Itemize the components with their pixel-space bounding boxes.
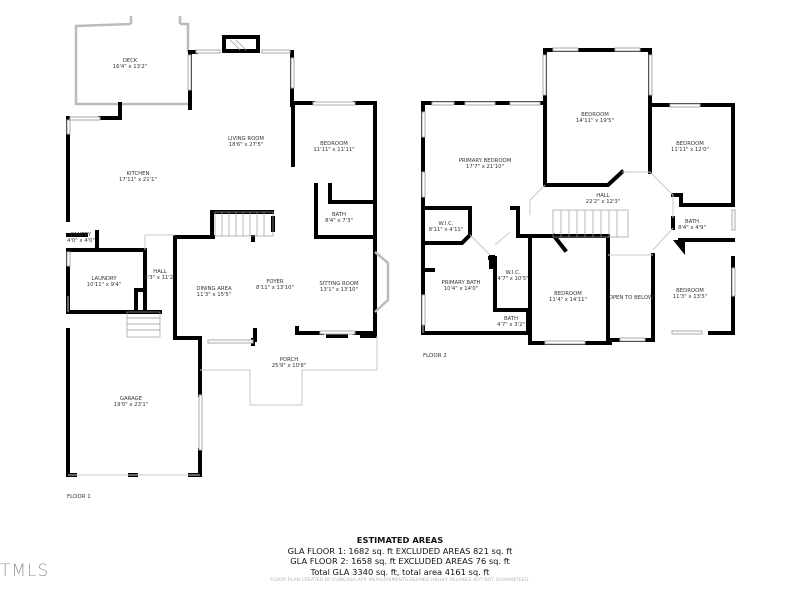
window [66,251,71,267]
window [731,267,736,297]
disclaimer: FLOOR PLAN CREATED BY CUBICASA APP. MEAS… [270,578,530,583]
window [312,101,356,106]
room-dims: 8'3" x 11'2" [144,275,175,281]
floor-2-plan: BEDROOM 14'11" x 19'5" BEDROOM 11'11" x … [421,47,736,359]
window [731,209,736,231]
bay-window [374,251,390,313]
window [421,111,426,138]
window [619,337,646,342]
window [648,54,653,96]
window [464,101,496,106]
fixture [673,240,685,255]
room-name: BEDROOM [320,141,348,147]
area-line: GLA FLOOR 1: 1682 sq. ft EXCLUDED AREAS … [287,545,513,556]
room-dims: 8'4" x 4'9" [678,225,706,231]
room-name: BEDROOM [676,141,704,147]
tmls-logo: TMLS [0,561,50,581]
window [614,47,641,52]
floor-1-label: FLOOR 1 [67,494,91,500]
room-dims: 11'11" x 12'0" [671,147,709,153]
room-name: BATH [332,212,346,218]
room-dims: 8'4" x 7'3" [325,218,353,224]
room-name: W.I.C. [439,221,454,227]
room-dims: 17'7" x 21'10" [466,164,504,170]
staircase [126,211,274,338]
window [195,49,221,54]
room-name: GARAGE [120,396,143,402]
deck-outline [74,16,190,106]
room-name: KITCHEN [127,171,150,177]
room-dims: 8'11" x 4'11" [429,227,464,233]
floor-1-plan: DECK 16'4" x 13'2" LIVING ROOM 18'6" x 2… [66,16,390,500]
room-name: DECK [123,58,138,64]
room-name: LIVING ROOM [228,136,264,142]
room-dims: 4'7" x 3'2" [497,322,525,328]
room-name: PORCH [280,357,298,363]
window [552,47,579,52]
fixture [489,255,495,269]
room-name: W.I.C. [506,270,521,276]
staircase [552,209,629,238]
room-dims: 17'11" x 21'1" [119,177,157,183]
room-dims: 8'11" x 13'10" [256,285,294,291]
room-name: PRIMARY BATH [442,280,481,286]
floor-2-label: FLOOR 2 [423,353,447,359]
window [509,101,541,106]
room-dims: 22'2" x 12'3" [586,199,621,205]
window [319,330,356,335]
floor-1-walls [66,50,377,477]
window [431,101,455,106]
fireplace [222,35,260,53]
estimated-areas-title: ESTIMATED AREAS [356,535,444,545]
room-name: FOYER [266,279,284,285]
room-name: HALL [153,269,167,275]
window [69,116,101,121]
room-name: BEDROOM [676,288,704,294]
room-dims: 11'11" x 11'11" [313,147,354,153]
room-name: BATH [685,219,699,225]
room-dims: 13'1" x 13'10" [320,287,358,293]
room-name: BATH [504,316,518,322]
window [542,54,547,96]
room-name: PRIMARY BEDROOM [459,158,512,164]
room-name: LAUNDRY [91,276,117,282]
window [207,339,254,344]
window [421,171,426,198]
area-line: GLA FLOOR 2: 1658 sq. ft EXCLUDED AREAS … [290,556,510,566]
window [261,49,291,54]
room-dims: 11'3" x 13'5" [673,294,708,300]
window [66,119,71,135]
window [290,57,295,89]
room-name: HALL [596,193,610,199]
room-dims: 25'9" x 10'8" [272,363,307,369]
window [669,103,701,108]
area-line: Total GLA 3340 sq. ft, total area 4161 s… [310,566,490,577]
window [187,54,192,91]
window [198,394,203,451]
room-name: SITTING ROOM [319,281,359,287]
room-name: BEDROOM [581,112,609,118]
room-name: PANTRY [71,232,92,238]
room-dims: 10'4" x 14'0" [444,286,479,292]
room-name: BEDROOM [554,291,582,297]
room-dims: 18'6" x 27'5" [229,142,264,148]
room-dims: 10'11" x 9'4" [87,282,122,288]
room-dims: 16'4" x 13'2" [113,64,148,70]
room-dims: 11'3" x 15'5" [197,292,232,298]
window [421,294,426,326]
window [671,330,703,335]
room-dims: 4'7" x 10'5" [497,276,528,282]
room-dims: 11'4" x 14'11" [549,297,587,303]
room-name: OPEN TO BELOW [609,295,654,301]
room-dims: 19'0" x 23'1" [114,402,149,408]
room-dims: 14'11" x 19'5" [576,118,614,124]
room-name: DINING AREA [196,286,232,292]
window [544,340,586,345]
room-dims: 4'0" x 4'0" [67,238,95,244]
estimated-areas: ESTIMATED AREAS GLA FLOOR 1: 1682 sq. ft… [250,535,550,577]
